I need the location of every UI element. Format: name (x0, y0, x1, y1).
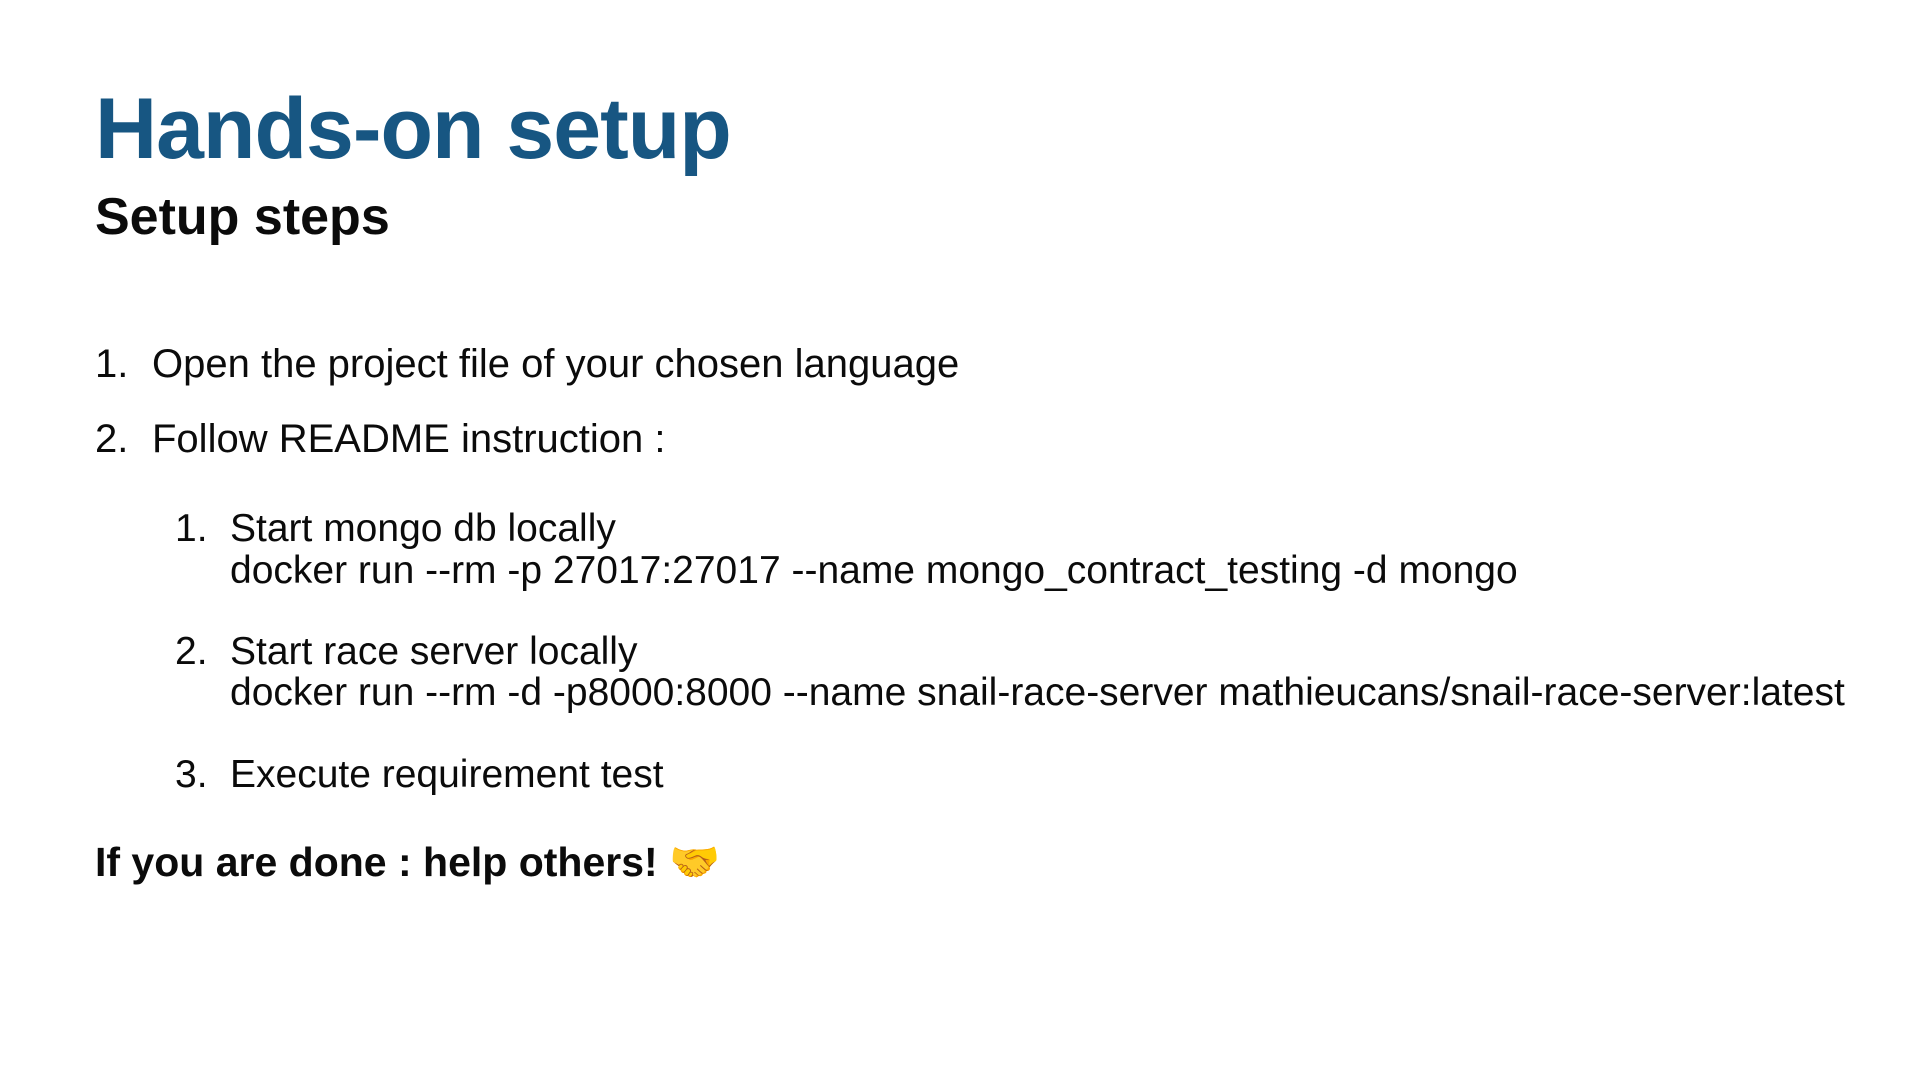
step-text: Follow README instruction : (152, 417, 666, 462)
footer-text: If you are done : help others! (95, 839, 658, 886)
substep-execute-test: 3. Execute requirement test (175, 752, 1845, 796)
footer-note: If you are done : help others! 🤝 (95, 839, 1880, 887)
docker-command-mongo: docker run --rm -p 27017:27017 --name mo… (230, 548, 1518, 592)
docker-command-race-server: docker run --rm -d -p8000:8000 --name sn… (230, 671, 1845, 715)
substep-start-mongo: 1. Start mongo db locally docker run --r… (175, 508, 1845, 591)
list-number: 1. (95, 342, 129, 386)
substep-content: Start mongo db locally docker run --rm -… (230, 508, 1518, 591)
substep-start-race-server: 2. Start race server locally docker run … (175, 631, 1845, 714)
substep-content: Start race server locally docker run --r… (230, 631, 1845, 714)
list-number: 3. (175, 752, 208, 796)
step-text: Open the project file of your chosen lan… (152, 342, 960, 386)
handshake-emoji: 🤝 (669, 839, 721, 886)
list-number: 2. (95, 417, 129, 462)
substep-title: Execute requirement test (230, 752, 664, 796)
setup-steps-list: 1. Open the project file of your chosen … (95, 342, 1880, 795)
page-title: Hands-on setup (95, 81, 732, 177)
substep-title: Start race server locally (230, 630, 638, 674)
substep-content: Execute requirement test (230, 752, 664, 796)
list-number: 1. (175, 507, 208, 551)
list-item-open-project: 1. Open the project file of your chosen … (95, 342, 1880, 386)
step-content: Follow README instruction : 1. Start mon… (152, 417, 1845, 795)
list-number: 2. (175, 630, 208, 674)
substep-title: Start mongo db locally (230, 507, 616, 551)
readme-substeps-list: 1. Start mongo db locally docker run --r… (175, 508, 1845, 795)
list-item-follow-readme: 2. Follow README instruction : 1. Start … (95, 417, 1880, 795)
slide-subtitle: Setup steps (95, 188, 390, 246)
